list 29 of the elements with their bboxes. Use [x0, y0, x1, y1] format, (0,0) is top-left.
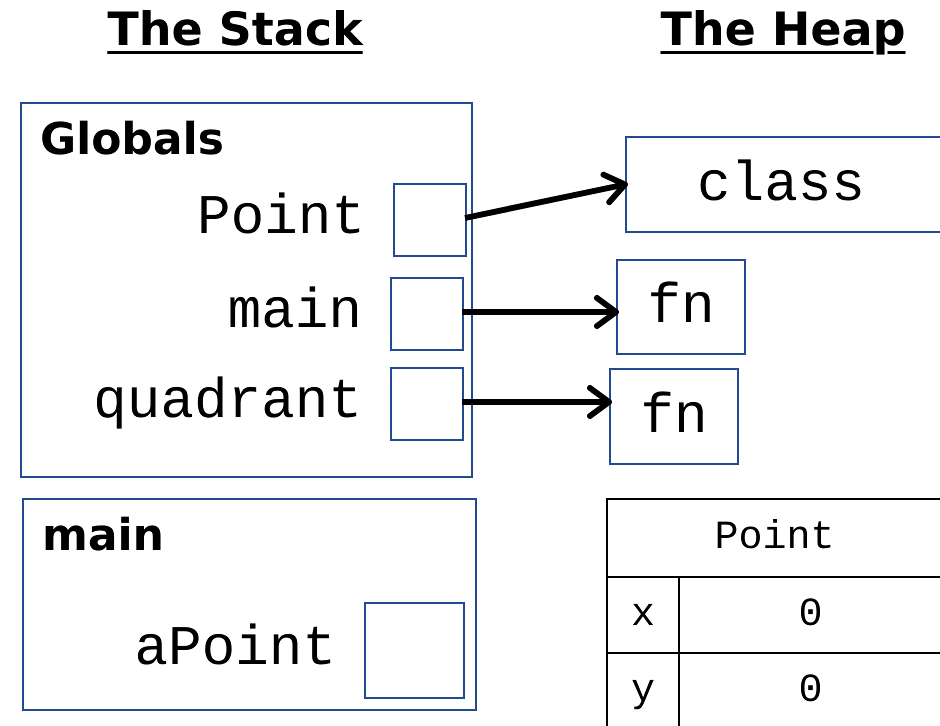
variable-slot: [393, 183, 467, 257]
heap-object-box: [609, 368, 739, 465]
frame-heading: main: [42, 510, 164, 561]
section-title: The Stack: [107, 2, 363, 56]
variable-name: aPoint: [134, 620, 336, 676]
object-label: class: [697, 156, 866, 212]
object-label: fn: [640, 388, 708, 444]
field-value: 0: [680, 654, 940, 726]
heap-object-box: [625, 136, 940, 233]
variable-name: Point: [196, 190, 365, 246]
pointer-arrow: [462, 295, 619, 329]
frame-heading: Globals: [40, 114, 224, 165]
field-value: 0: [680, 578, 940, 654]
variable-slot: [364, 602, 465, 699]
variable-slot: [390, 277, 464, 351]
pointer-arrow: [462, 385, 612, 419]
object-table: [606, 498, 940, 726]
object-label: fn: [647, 279, 715, 335]
stack-frame: [20, 102, 473, 478]
table-header: Point: [608, 500, 940, 578]
field-name: x: [608, 578, 680, 654]
heap-object-box: [616, 259, 746, 355]
variable-slot: [390, 367, 464, 441]
variable-name: main: [228, 284, 362, 340]
variable-name: quadrant: [93, 374, 362, 430]
section-title: The Heap: [660, 2, 906, 56]
pointer-arrow: [464, 172, 628, 221]
stack-frame: [22, 498, 477, 711]
field-name: y: [608, 654, 680, 726]
